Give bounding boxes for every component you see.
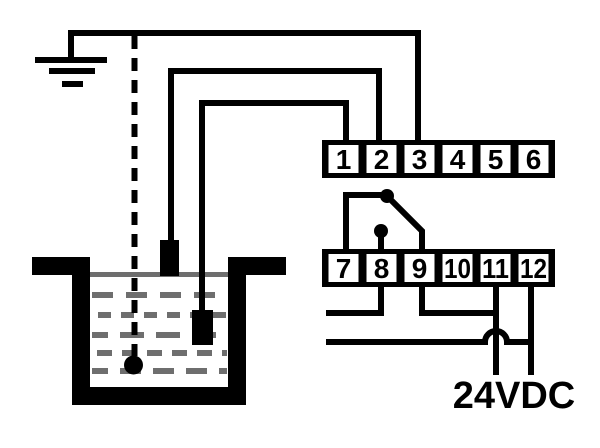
terminal-label-8: 8 [374,253,390,284]
terminal-label-5: 5 [488,144,504,175]
terminal-cell-10 [442,254,473,282]
upper-terminal-block-body [322,140,555,178]
terminal-label-2: 2 [374,144,390,175]
terminal-8-wire [326,285,384,316]
terminal-cell-9 [404,254,435,282]
tank-left-wall [72,257,90,405]
tank-icon [32,257,286,405]
terminal-label-1: 1 [336,144,352,175]
terminal-label-7: 7 [336,253,352,284]
upper-terminal-block: 1 2 3 4 5 6 [322,140,555,178]
probe-electrode-low [192,310,213,345]
relay-arm [387,196,425,251]
terminal-label-4: 4 [450,144,466,175]
terminal-9-to-11-wire [419,285,496,316]
terminal-cell-2 [366,145,397,173]
terminal-cell-12 [518,254,549,282]
ground-to-terminal-3-wire [68,30,421,143]
liquid-surface-line [90,272,228,277]
terminal-label-10: 10 [444,253,471,284]
terminal-label-11: 11 [482,253,509,284]
terminal-cell-1 [328,145,359,173]
relay-pivot-dot [380,189,394,203]
terminal-cell-8 [366,254,397,282]
terminal-label-6: 6 [526,144,542,175]
earth-ground-icon [35,33,107,87]
lower-terminal-block-body [322,249,555,287]
supply-bus-wire-with-hop [326,328,531,345]
terminal-cell-7 [328,254,359,282]
terminal-cell-11 [480,254,511,282]
terminal-cell-4 [442,145,473,173]
terminal-label-12: 12 [520,253,547,284]
power-supply-label: 24VDC [453,375,576,417]
terminal-cell-5 [480,145,511,173]
high-probe-to-terminal-2-wire [168,68,382,242]
low-probe-to-terminal-1-wire [199,100,349,312]
tank-bottom [72,387,246,405]
probe-electrode-high [160,240,179,276]
relay-common-wire [343,192,385,251]
terminal-label-9: 9 [412,253,428,284]
reference-probe-tip [124,355,143,375]
relay-contact-dot [374,224,388,238]
terminal-cell-6 [518,145,549,173]
lower-terminal-block: 7 8 9 10 11 12 [322,249,555,287]
terminal-label-3: 3 [412,144,428,175]
relay-contact-icon [343,189,425,251]
terminal-cell-3 [404,145,435,173]
tank-right-wall [228,257,246,405]
